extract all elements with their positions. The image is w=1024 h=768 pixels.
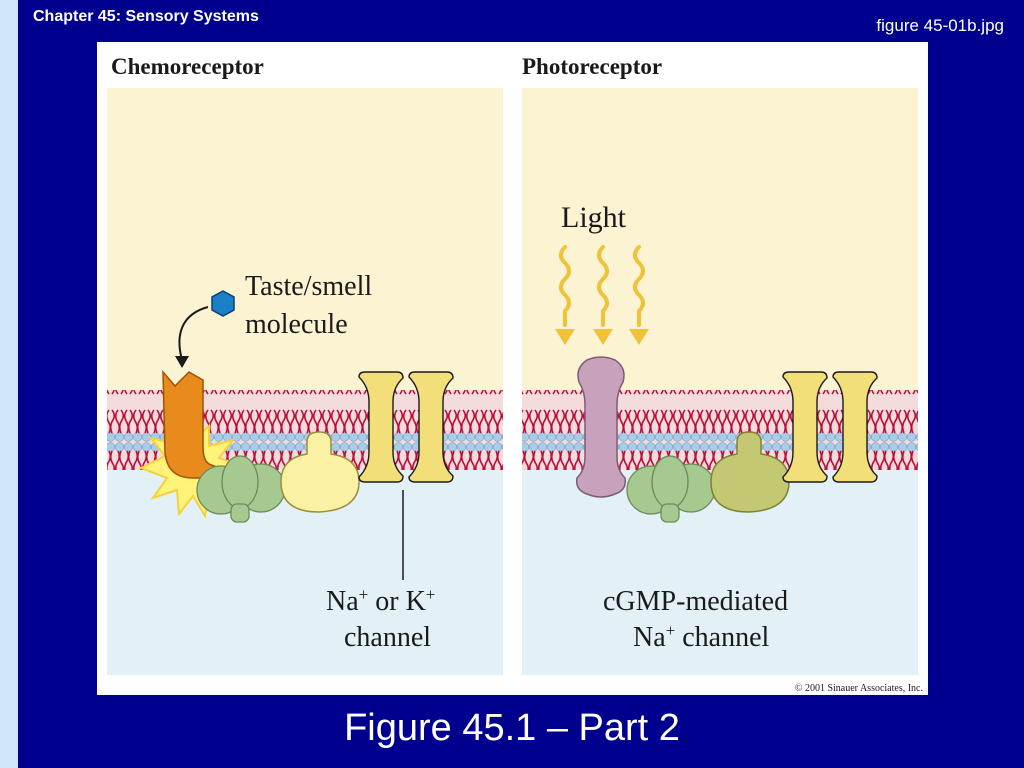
light-rays-icon xyxy=(559,245,645,327)
chemoreceptor-title: Chemoreceptor xyxy=(111,54,264,79)
cgmp-channel-label-line1: cGMP-mediated xyxy=(603,586,788,617)
light-ray-arrowhead-1-icon xyxy=(555,329,575,345)
taste-receptor-protein xyxy=(162,369,221,479)
molecule-label-line2: molecule xyxy=(245,309,348,340)
rhodopsin-receptor-protein xyxy=(575,356,627,498)
figure-panel: Chemoreceptor Taste/smell molecule xyxy=(97,42,928,695)
photoreceptor-title: Photoreceptor xyxy=(522,54,662,79)
g-protein-right xyxy=(626,455,716,523)
slide-caption: Figure 45.1 – Part 2 xyxy=(344,707,680,749)
binding-arrow xyxy=(178,306,209,361)
g-protein-left xyxy=(196,455,286,523)
slide-header: Chapter 45: Sensory Systems xyxy=(33,8,259,25)
effector-enzyme-left xyxy=(280,431,360,513)
light-ray-arrowhead-2-icon xyxy=(593,329,613,345)
cgmp-channel-label-line2: Na+ channel xyxy=(633,621,770,653)
light-label: Light xyxy=(561,201,627,234)
figure-file-name: figure 45-01b.jpg xyxy=(876,16,1004,35)
photoreceptor-panel: Photoreceptor Light xyxy=(522,54,918,675)
channel-label-line1: Na+ or K+ xyxy=(326,585,435,617)
ion-channel-right-subunit1 xyxy=(782,371,828,483)
left-accent-stripe xyxy=(0,0,18,768)
light-ray-arrowhead-3-icon xyxy=(629,329,649,345)
copyright-notice: © 2001 Sinauer Associates, Inc. xyxy=(795,683,923,694)
ion-channel-right-subunit2 xyxy=(832,371,878,483)
taste-molecule-icon xyxy=(211,290,235,317)
molecule-label-line1: Taste/smell xyxy=(245,271,372,302)
sensory-receptor-diagram: Chemoreceptor Taste/smell molecule xyxy=(107,54,923,694)
ion-channel-left-subunit2 xyxy=(408,371,454,483)
ion-channel-left-subunit1 xyxy=(358,371,404,483)
binding-arrow-head-icon xyxy=(175,356,189,368)
channel-label-line2: channel xyxy=(344,622,431,653)
chemoreceptor-panel: Chemoreceptor Taste/smell molecule xyxy=(107,54,503,675)
